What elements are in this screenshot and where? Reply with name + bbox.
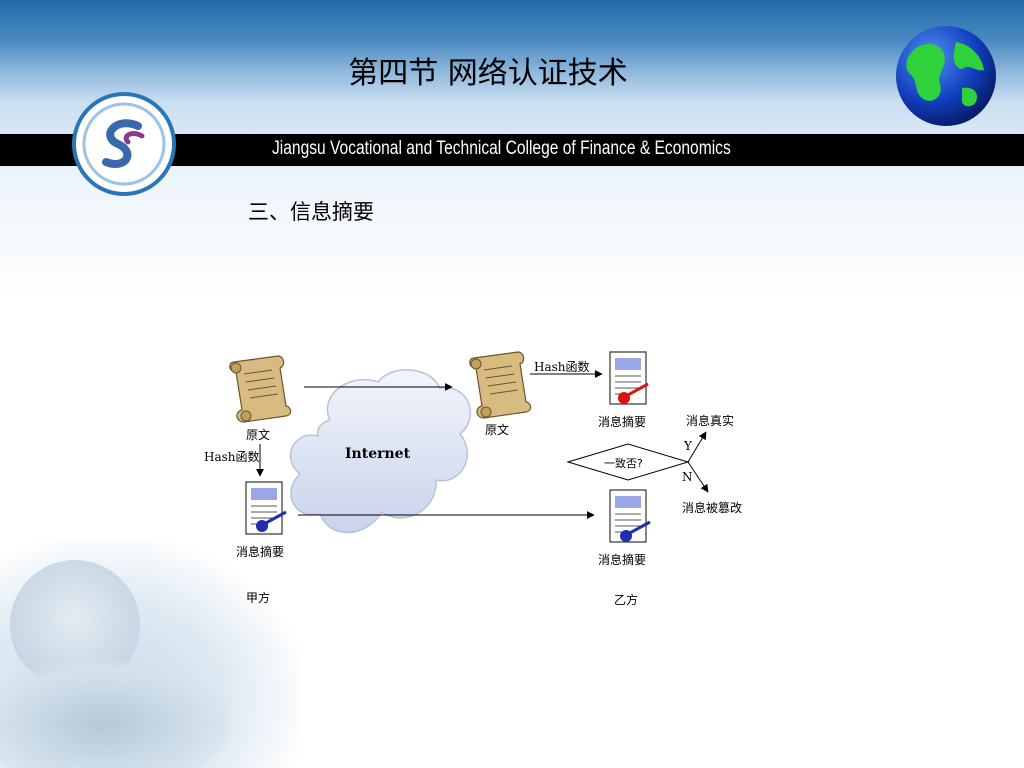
- section-heading: 三、信息摘要: [248, 200, 374, 224]
- arrow-yes: [687, 431, 707, 463]
- right-hash-label: Hash函数: [534, 360, 590, 374]
- right-original-label: 原文: [485, 423, 510, 437]
- decision-question: 一致否?: [604, 457, 643, 470]
- globe-icon: [896, 26, 996, 126]
- logo-emblem-icon: [82, 102, 166, 186]
- left-party-label: 甲方: [246, 591, 271, 605]
- result-tampered: 消息被篡改: [682, 501, 743, 515]
- digest-right-top-icon: [609, 351, 649, 405]
- result-authentic: 消息真实: [686, 414, 735, 428]
- right-top-digest-label: 消息摘要: [598, 415, 647, 429]
- college-logo: [72, 92, 176, 196]
- slide-title: 第四节 网络认证技术: [348, 56, 628, 91]
- right-party-label: 乙方: [614, 593, 639, 607]
- decision-yes: Y: [684, 439, 692, 453]
- original-document-right-icon: [469, 351, 532, 419]
- digest-right-bottom-icon: [609, 489, 651, 543]
- internet-label: Internet: [345, 446, 411, 462]
- right-bottom-digest-label: 消息摘要: [598, 553, 647, 567]
- college-name: Jiangsu Vocational and Technical College…: [272, 138, 731, 159]
- decision-no: N: [682, 470, 693, 484]
- digest-left-icon: [245, 481, 287, 535]
- left-hash-label: Hash函数: [204, 450, 260, 464]
- left-digest-label: 消息摘要: [236, 545, 285, 559]
- original-document-left-icon: [229, 355, 292, 423]
- internet-cloud-icon: [289, 369, 471, 534]
- left-original-label: 原文: [246, 428, 271, 442]
- arrow-no: [687, 461, 709, 493]
- background-person-body: [0, 660, 230, 768]
- decision-diamond: [566, 443, 690, 481]
